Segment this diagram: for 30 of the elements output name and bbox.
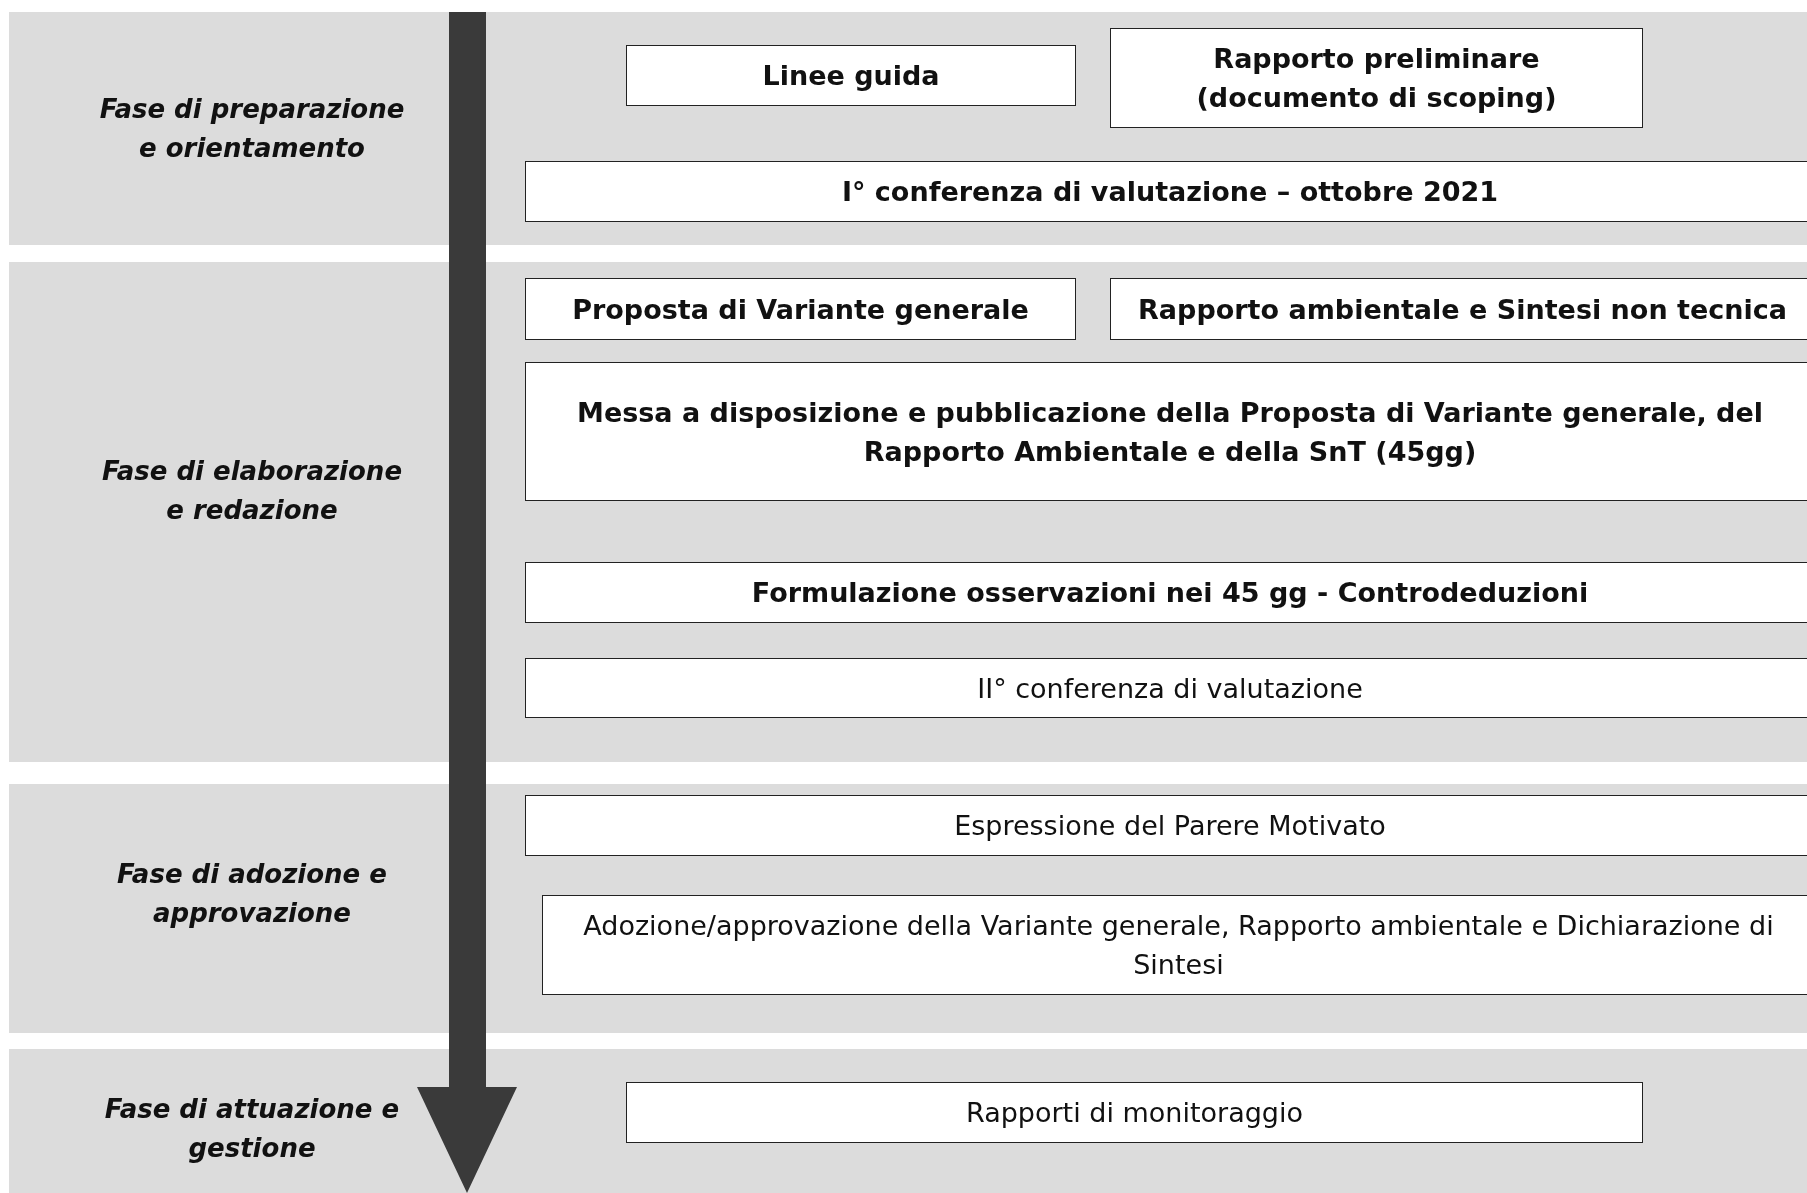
step-box <box>626 45 1076 106</box>
step-text: Rapporti di monitoraggio <box>966 1097 1303 1128</box>
step-text: Formulazione osservazioni nei 45 gg - Controdeduzioni <box>751 577 1589 608</box>
step-text: Espressione del Parere Motivato <box>954 810 1386 841</box>
step-box <box>542 895 1807 995</box>
step-box <box>525 562 1807 623</box>
step-box <box>626 1082 1643 1143</box>
step-box <box>525 658 1807 718</box>
step-text: Rapporto ambientale e Sintesi non tecnica <box>1138 293 1787 325</box>
phase-label: Fase di preparazione e orientamento <box>98 93 406 165</box>
phase-label: Fase di elaborazione e redazione <box>100 455 403 527</box>
step-text: Proposta di Variante generale <box>572 293 1029 325</box>
step-box <box>525 795 1807 856</box>
phase-band <box>9 784 1807 1033</box>
step-text: Adozione/approvazione della Variante generale, Rapporto ambientale e Dichiarazione di Sintesi <box>583 910 1774 980</box>
step-box <box>525 362 1807 501</box>
phase-band <box>9 12 1807 245</box>
step-box <box>525 278 1076 340</box>
step-box <box>1110 28 1643 128</box>
step-box <box>525 161 1807 222</box>
step-text: I° conferenza di valutazione – ottobre 2021 <box>841 176 1499 207</box>
phase-label: Fase di attuazione e gestione <box>103 1093 401 1165</box>
phase-band <box>9 262 1807 762</box>
phase-label: Fase di adozione e approvazione <box>116 858 388 930</box>
step-text: Linee guida <box>762 60 940 91</box>
phase-band <box>9 1049 1807 1193</box>
step-text: Rapporto preliminare (documento di scoping) <box>1196 43 1557 113</box>
step-box <box>1110 278 1807 340</box>
step-text: Messa a disposizione e pubblicazione della Proposta di Variante generale, del Rapporto Ambientale e della SnT (45gg) <box>577 396 1763 467</box>
step-text: II° conferenza di valutazione <box>977 672 1363 704</box>
